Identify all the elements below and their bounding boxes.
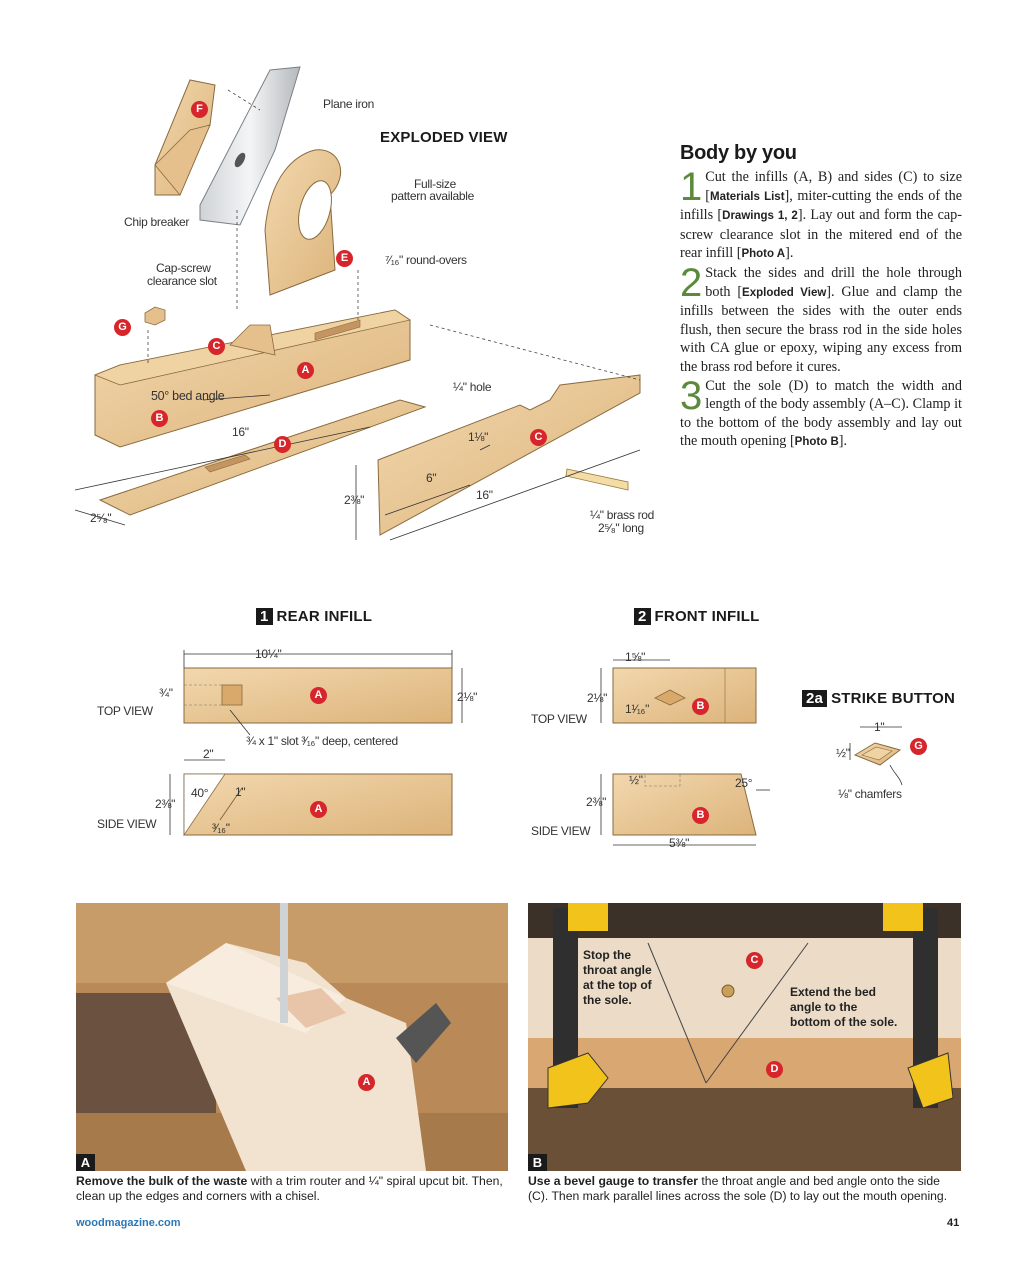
photo-b-tag: B (528, 1154, 547, 1171)
dim-1-1-16: 1¹⁄₁₆" (625, 702, 650, 716)
badge-c-body: C (208, 338, 225, 355)
sole-part-d (98, 399, 427, 516)
badge-e: E (336, 250, 353, 267)
strike-button-illustration (849, 726, 903, 786)
photo-a-caption: Remove the bulk of the waste with a trim… (76, 1174, 503, 1203)
badge-f: F (191, 101, 208, 118)
dim-3-16: ³⁄₁₆" (212, 821, 230, 835)
front-top-view-label: TOP VIEW (531, 712, 587, 726)
badge-d: D (274, 436, 291, 453)
dim-2-5-8-sole: 2⁵⁄₈" (90, 511, 112, 525)
article-body: Body by you 1 Cut the infills (A, B) and… (680, 142, 962, 452)
side-view-label: SIDE VIEW (97, 817, 157, 831)
photo-b-caption: Use a bevel gauge to transfer the throat… (528, 1174, 948, 1203)
capscrew-label-2: clearance slot (147, 274, 217, 288)
dim-2-3-8-side: 2⅜" (344, 493, 365, 507)
chip-breaker-part (154, 79, 216, 196)
dim-3-4: ¾" (159, 686, 173, 700)
photo-b-callout-left: Stop the throat angle at the top of the … (583, 948, 652, 1007)
step-3-number: 3 (680, 373, 703, 418)
photo-b-badge-c: C (746, 952, 763, 969)
photo-a-tag: A (76, 1154, 95, 1171)
full-size-label-1: Full-size (414, 177, 456, 191)
slot-note: ¾ x 1" slot ³⁄₁₆" deep, centered (246, 734, 398, 748)
strike-dim-1: 1" (874, 720, 885, 734)
brass-rod-part (565, 468, 629, 491)
chip-breaker-label: Chip breaker (124, 215, 190, 229)
dim-1-1-8: 1⅛" (468, 430, 489, 444)
drawing1-rear-infill: TOP VIEW SIDE VIEW 10¼" ¾" 2⅛" ¾ x 1" sl… (90, 640, 490, 850)
step-1-number: 1 (680, 165, 703, 209)
full-size-label-2: pattern available (391, 189, 474, 203)
photo-b-image (528, 903, 961, 1171)
dim-40: 40° (191, 786, 209, 800)
drawing2a-strike-button: 1" ½" ⅛" chamfers G (830, 715, 940, 805)
front-infill-side-badge: B (692, 807, 709, 824)
brass-rod-label-2: 2⁵⁄₈" long (598, 521, 644, 535)
rear-infill-side-badge: A (310, 801, 327, 818)
dim-1-2: ½" (629, 773, 643, 787)
photo-b: Stop the throat angle at the top of the … (528, 903, 961, 1171)
badge-c-side: C (530, 429, 547, 446)
hole-label: ¼" hole (453, 380, 492, 394)
photo-b-callout-right: Extend the bed angle to the bottom of th… (790, 985, 898, 1029)
front-side-view-label: SIDE VIEW (531, 824, 591, 838)
dim-6: 6" (426, 471, 437, 485)
rear-infill-top-badge: A (310, 687, 327, 704)
photo-a: A A (76, 903, 508, 1171)
dim-2-3-8: 2⅜" (586, 795, 607, 809)
exploded-view-title: EXPLODED VIEW (380, 129, 508, 146)
dim-16-sole: 16" (232, 425, 249, 439)
front-infill-illustration (600, 659, 770, 846)
brass-rod-label-1: ¼" brass rod (590, 508, 655, 522)
strike-button-part (144, 306, 166, 326)
step-3: 3 Cut the sole (D) to match the width an… (680, 373, 962, 450)
badge-g: G (114, 319, 131, 336)
step-2-number: 2 (680, 260, 703, 305)
body-assembly-part (93, 309, 411, 448)
front-infill-top-badge: B (692, 698, 709, 715)
strike-chamfers: ⅛" chamfers (838, 787, 902, 801)
dim-height: 2⅜" (155, 797, 176, 811)
dim-1-5-8: 1⅝" (625, 650, 646, 664)
plane-iron-part (199, 66, 301, 226)
capscrew-label-1: Cap-screw (156, 261, 211, 275)
step-1: 1 Cut the infills (A, B) and sides (C) t… (680, 165, 963, 262)
exploded-view-illustration (74, 66, 641, 541)
badge-a: A (297, 362, 314, 379)
photo-b-badge-d: D (766, 1061, 783, 1078)
badge-b: B (151, 410, 168, 427)
roundovers-label: ⁷⁄₁₆" round-overs (385, 253, 467, 267)
dim-5-3-8: 5⅜" (669, 836, 690, 850)
side-part-c (377, 374, 641, 536)
dim-1: 1" (235, 785, 246, 799)
dim-length: 10¼" (255, 647, 282, 661)
article-title: Body by you (680, 142, 797, 164)
dim-2-1-8: 2⅛" (587, 691, 608, 705)
step-2: 2 Stack the sides and drill the hole thr… (680, 260, 962, 375)
photo-a-image (76, 903, 508, 1171)
handle-part-e (264, 149, 342, 296)
footer-page-number: 41 (947, 1217, 960, 1229)
exploded-view-drawing: F E G C A B D C EXPLODED VIEW Plane iron… (60, 55, 660, 555)
top-view-label: TOP VIEW (97, 704, 153, 718)
footer-site[interactable]: woodmagazine.com (76, 1217, 181, 1229)
dim-2: 2" (203, 747, 214, 761)
photo-a-badge: A (358, 1074, 375, 1091)
dim-25: 25° (735, 776, 753, 790)
strike-button-badge: G (910, 738, 927, 755)
dim-16-side: 16" (476, 488, 493, 502)
plane-iron-label: Plane iron (323, 97, 375, 111)
bed-angle-label: 50° bed angle (151, 389, 225, 403)
drawing2-front-infill: TOP VIEW SIDE VIEW 1⅝" 2⅛" 1¹⁄₁₆" ½" 25°… (525, 640, 785, 855)
dim-width: 2⅛" (457, 690, 478, 704)
strike-dim-1-2: ½" (836, 746, 850, 760)
